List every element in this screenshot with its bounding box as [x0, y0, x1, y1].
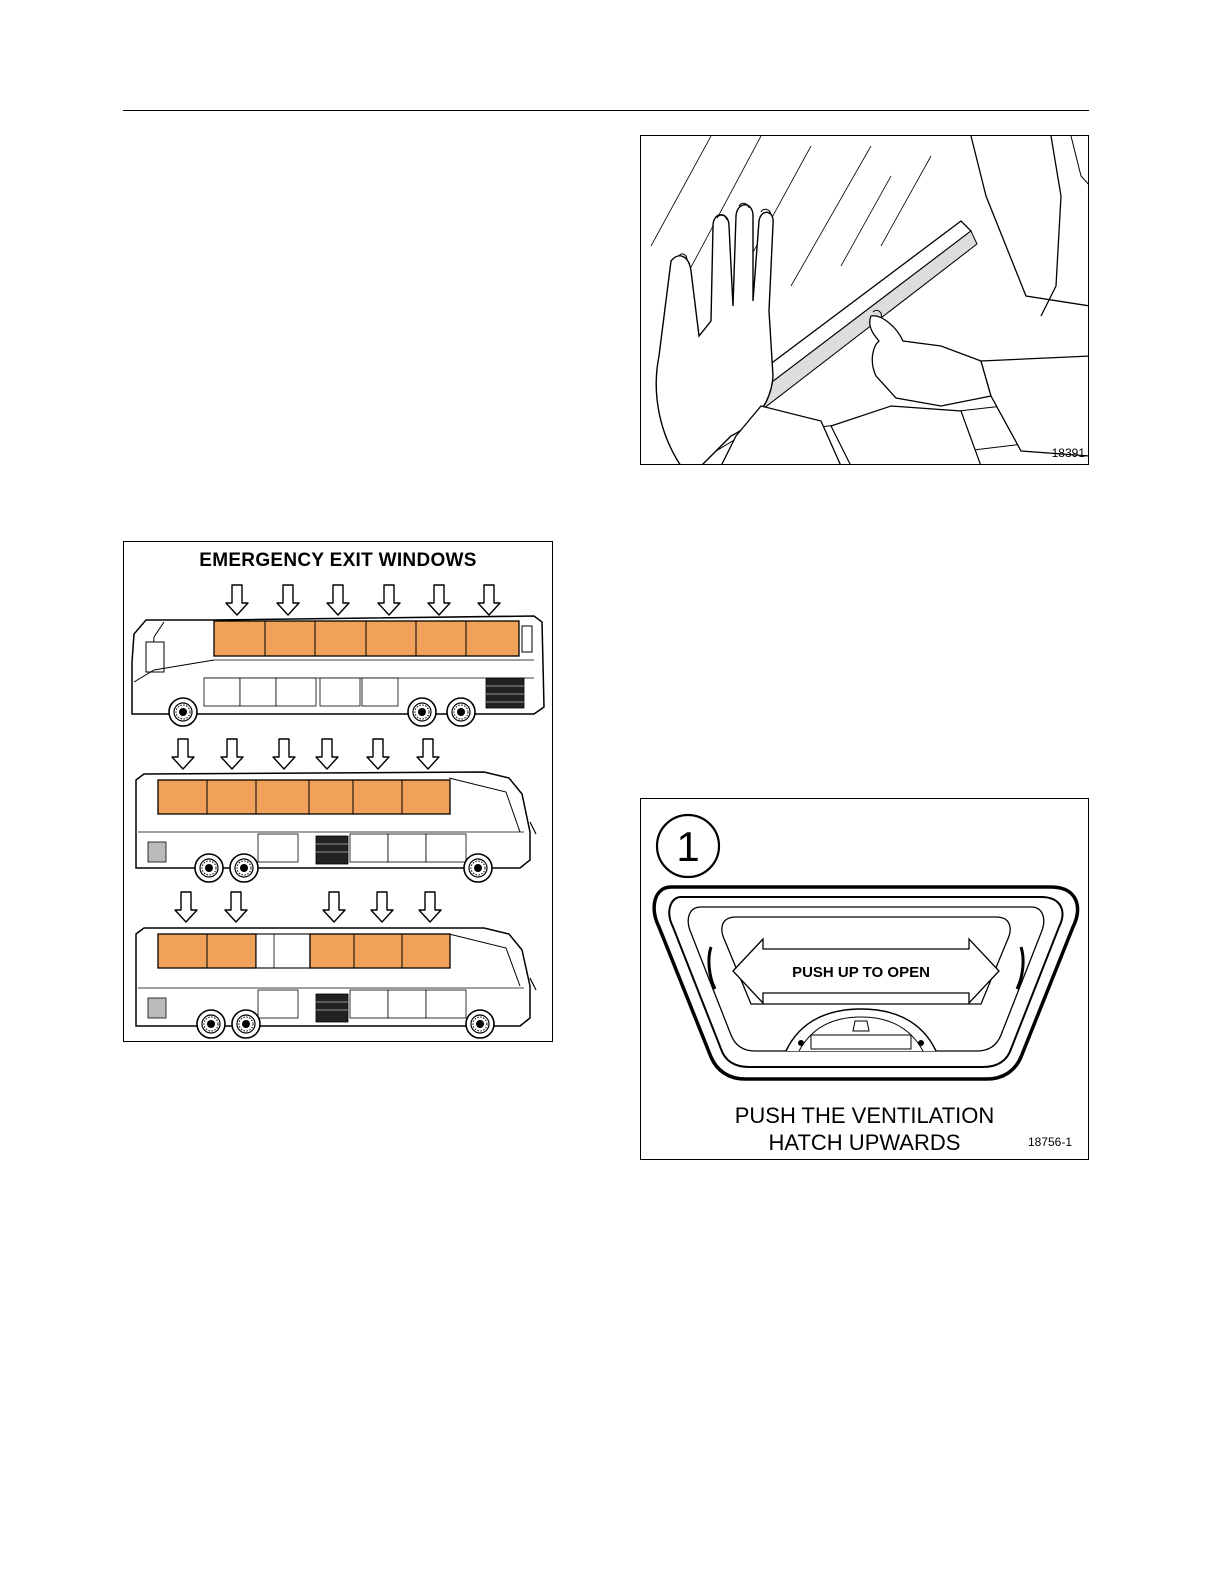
step-number: 1 — [676, 823, 699, 870]
coach-1 — [132, 585, 544, 726]
figure-number: 18756-1 — [1028, 1135, 1072, 1149]
caption-line-2: HATCH UPWARDS — [641, 1129, 1088, 1156]
push-up-label: PUSH UP TO OPEN — [792, 964, 930, 981]
hands-on-window-figure: 18391 — [640, 135, 1089, 465]
coach-3 — [136, 892, 536, 1038]
caption-line-1: PUSH THE VENTILATION — [641, 1102, 1088, 1129]
header-rule — [123, 110, 1089, 111]
coach-illustrations — [124, 542, 553, 1042]
ventilation-hatch-figure: 1 PUSH UP TO OPEN PUSH THE VENTILATION H… — [640, 798, 1089, 1160]
coach-2 — [136, 739, 536, 882]
figure-number: 18391 — [1052, 446, 1085, 460]
emergency-exit-windows-figure: EMERGENCY EXIT WINDOWS — [123, 541, 553, 1042]
hands-line-drawing — [641, 136, 1089, 465]
